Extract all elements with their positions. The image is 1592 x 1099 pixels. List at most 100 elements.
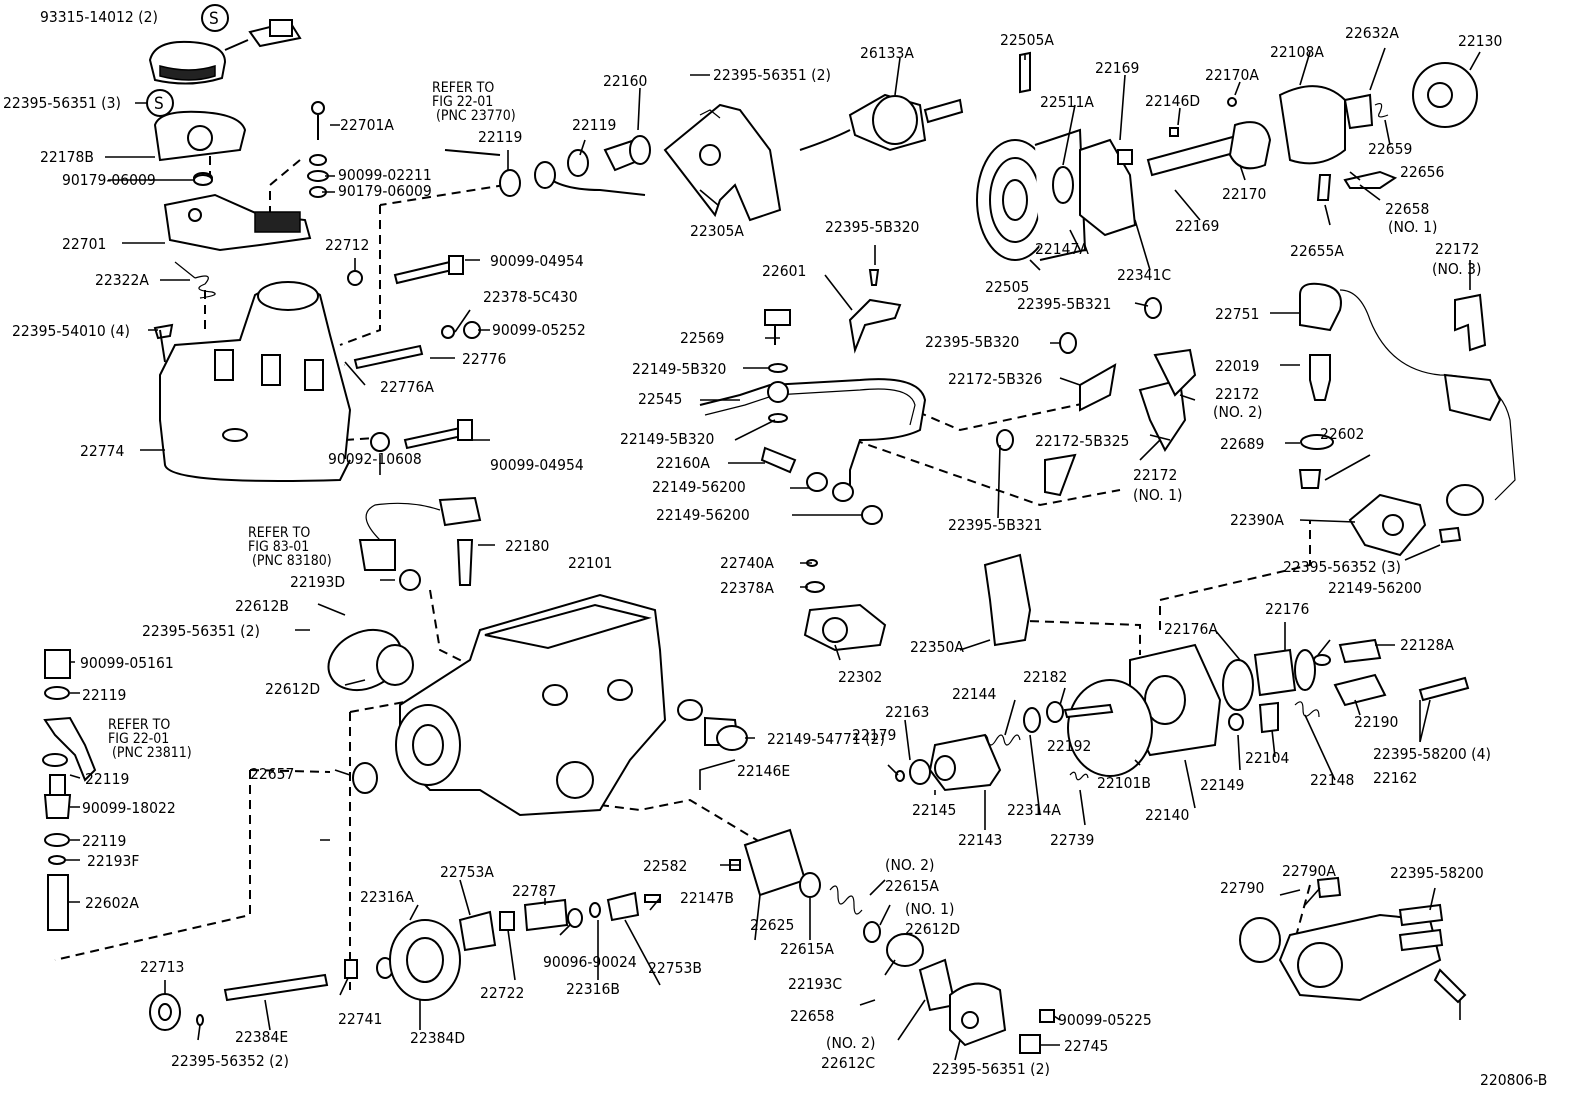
part-label: 22395-5B321: [948, 516, 1042, 534]
part-label: 22305A: [690, 222, 744, 240]
part-label: 22119: [85, 770, 129, 788]
part-label: 22172: [1435, 240, 1479, 258]
part-label: 22776: [462, 350, 506, 368]
part-label: 22505A: [1000, 31, 1054, 49]
standard-part-symbols: [146, 4, 229, 117]
part-label: 22601: [762, 262, 806, 280]
part-label: (NO. 2): [826, 1034, 875, 1052]
part-label: 22350A: [910, 638, 964, 656]
part-label: 22658: [1385, 200, 1429, 218]
part-label: 22776A: [380, 378, 434, 396]
part-label: (NO. 1): [1388, 218, 1437, 236]
injection-pipes: [699, 309, 927, 525]
part-label: 22395-56352 (3): [1283, 558, 1401, 576]
part-label: 22395-54010 (4): [12, 322, 130, 340]
refer-note-line: FIG 83-01: [248, 539, 309, 555]
left-fittings: [42, 649, 97, 931]
part-label: 22384D: [410, 1029, 465, 1047]
part-label: 22395-56351 (2): [713, 66, 831, 84]
refer-note-line: FIG 22-01: [432, 94, 493, 110]
part-label: 22790: [1220, 879, 1264, 897]
part-label: 22632A: [1345, 24, 1399, 42]
overflow-pipe: [444, 135, 651, 197]
part-label: 90099-04954: [490, 252, 584, 270]
part-label: 22722: [480, 984, 524, 1002]
part-label: 22395-58200 (4): [1373, 745, 1491, 763]
part-label: 90179-06009: [338, 182, 432, 200]
part-label: 22612D: [905, 920, 960, 938]
part-label: 22751: [1215, 305, 1259, 323]
part-label: 22701A: [340, 116, 394, 134]
part-label: 22193F: [87, 852, 139, 870]
part-label: 22612D: [265, 680, 320, 698]
part-label: 22104: [1245, 749, 1289, 767]
standard-part-symbol-1: S: [209, 9, 219, 29]
part-label: 26133A: [860, 44, 914, 62]
part-label: 90099-18022: [82, 799, 176, 817]
part-label: 22176: [1265, 600, 1309, 618]
part-label: 90179-06009: [62, 171, 156, 189]
spring-22322A: [174, 261, 216, 299]
part-label: 22147B: [680, 889, 734, 907]
part-label: 22163: [885, 703, 929, 721]
bolts-top: [153, 101, 481, 452]
part-label: 22302: [838, 668, 882, 686]
part-label: 22101: [568, 554, 612, 572]
refer-note-line: (PNC 23770): [436, 108, 516, 124]
sensor-assembly: [148, 19, 302, 162]
part-label: 22615A: [885, 877, 939, 895]
part-label: 22582: [643, 857, 687, 875]
part-label: 22612C: [821, 1054, 875, 1072]
part-label: 22119: [82, 686, 126, 704]
part-label: 93315-14012 (2): [40, 8, 158, 26]
part-label: 22182: [1023, 668, 1067, 686]
part-label: 22656: [1400, 163, 1444, 181]
part-label: (NO. 3): [1432, 260, 1481, 278]
assembly-dashed-lines: [54, 150, 1311, 990]
part-label: 22149-56200: [1328, 579, 1422, 597]
part-label: 22655A: [1290, 242, 1344, 260]
part-illustrations: [42, 4, 1516, 1054]
refer-note-line: (PNC 23811): [112, 745, 192, 761]
refer-note-line: (PNC 83180): [252, 553, 332, 569]
part-label: 22395-56351 (2): [932, 1060, 1050, 1078]
drive-gear-assembly: [976, 51, 1478, 261]
part-label: 22741: [338, 1010, 382, 1028]
part-label: 90099-04954: [490, 456, 584, 474]
part-label: 22740A: [720, 554, 774, 572]
part-label: 22739: [1050, 831, 1094, 849]
part-label: 90099-05252: [492, 321, 586, 339]
part-label: 22172-5B326: [948, 370, 1042, 388]
part-label: 90099-05225: [1058, 1011, 1152, 1029]
actuator-26133A: [799, 93, 964, 152]
part-label: 22176A: [1164, 620, 1218, 638]
part-label: 22160: [603, 72, 647, 90]
part-label: 22689: [1220, 435, 1264, 453]
part-label: 22119: [572, 116, 616, 134]
part-label: 22787: [512, 882, 556, 900]
part-label: 22657: [250, 765, 294, 783]
part-label: 22019: [1215, 357, 1259, 375]
distributor-assembly: [1239, 876, 1467, 1004]
regulator-assembly: [803, 553, 1470, 792]
part-label: 22615A: [780, 940, 834, 958]
part-label: 22602A: [85, 894, 139, 912]
part-label: 22712: [325, 236, 369, 254]
part-label: 22316B: [566, 980, 620, 998]
part-label: 22753B: [648, 959, 702, 977]
part-label: 22378-5C430: [483, 288, 578, 306]
symbol-letters: S S: [154, 9, 219, 114]
bracket-22305A: [663, 103, 782, 222]
part-label: 22149-5B320: [620, 430, 714, 448]
part-label: 22341C: [1117, 266, 1171, 284]
pump-body-22101: [327, 593, 667, 817]
part-label: 22193D: [290, 573, 345, 591]
part-label: 22612B: [235, 597, 289, 615]
part-label: (NO. 2): [885, 856, 934, 874]
lower-center-parts: [677, 699, 1055, 1054]
part-label: 22625: [750, 916, 794, 934]
refer-note-line: REFER TO: [248, 525, 310, 541]
part-label: 22745: [1064, 1037, 1108, 1055]
